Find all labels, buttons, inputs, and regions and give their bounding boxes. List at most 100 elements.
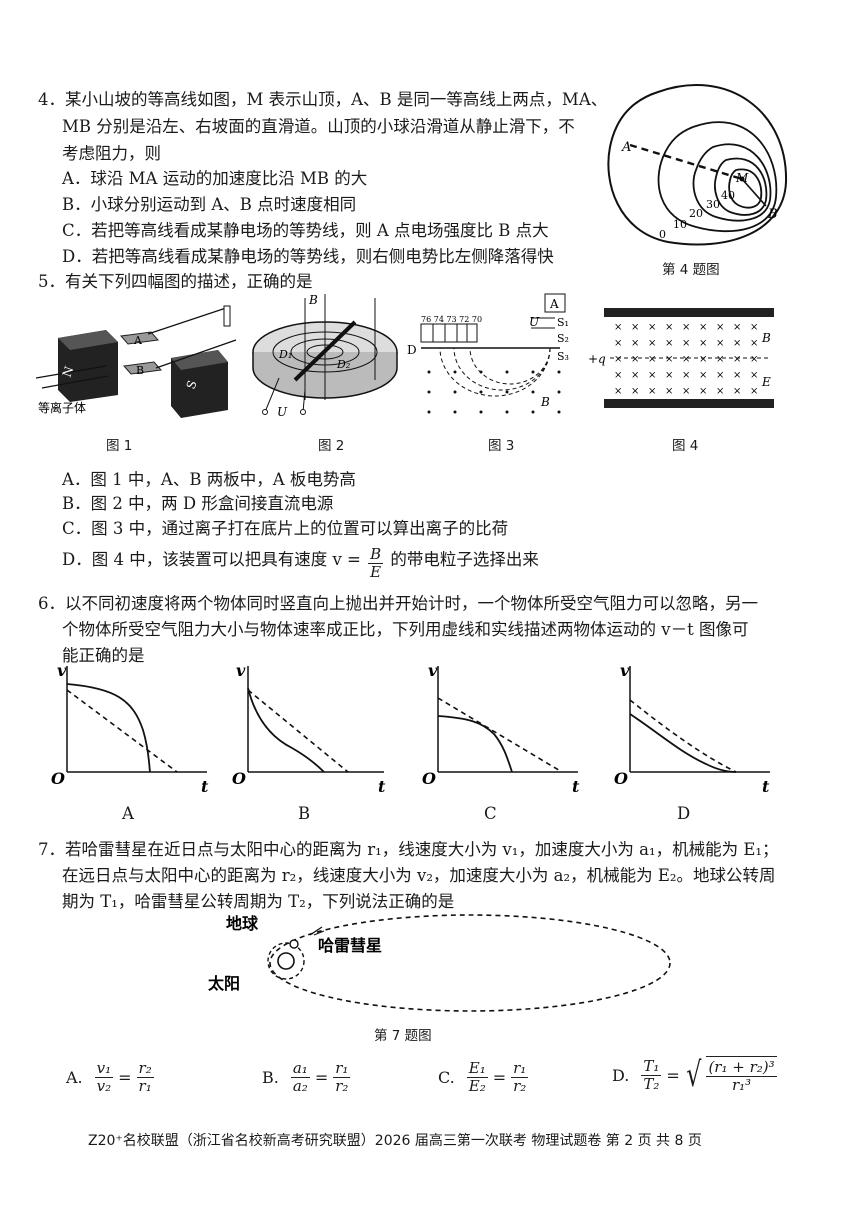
fig3-s2-label: S₂ — [557, 332, 569, 345]
graph-a-dashed-line — [66, 689, 178, 773]
plasma-label: 等离子体 — [38, 400, 86, 415]
q7-stem-line2: 在远日点与太阳中心的距离为 r₂，线速度大小为 v₂，加速度大小为 a₂，机械能… — [62, 866, 776, 885]
figure-4-velocity-selector: ××××××××××××××××××××××××××××××××××××××××… — [588, 308, 774, 408]
q5-option-d-numerator: B — [368, 545, 384, 564]
field-cross-mark: × — [614, 322, 622, 333]
contour-20 — [692, 143, 772, 222]
wire-bottom — [155, 339, 237, 369]
q5-option-d: D．图 4 中，该装置可以把具有速度 v = B E 的带电粒子选择出来 — [62, 546, 539, 581]
q7-b-rn: r₁ — [333, 1059, 351, 1078]
field-cross-mark: × — [733, 386, 741, 397]
graph-c-origin-label: O — [422, 769, 436, 788]
field-cross-mark: × — [614, 338, 622, 349]
q5-option-a: A．图 1 中，A、B 两板中，A 板电势高 — [62, 470, 356, 489]
graph-c-v-label: v — [428, 661, 438, 680]
earth-label: 地球 — [226, 914, 259, 933]
graph-d-origin-label: O — [614, 769, 628, 788]
contour-0 — [607, 84, 788, 246]
point-m-label: M — [735, 171, 749, 185]
q7-stem-line1: 7．若哈雷彗星在近日点与太阳中心的距离为 r₁，线速度大小为 v₁，加速度大小为… — [38, 840, 779, 859]
film-scale — [420, 323, 478, 343]
magnet-n-top — [58, 330, 118, 350]
magnet-s-top — [171, 350, 228, 370]
q6-stem-line1: 6．以不同初速度将两个物体同时竖直向上抛出并开始计时，一个物体所受空气阻力可以忽… — [38, 594, 758, 613]
figure-1-caption: 图 1 — [106, 438, 133, 454]
graph-a-t-label: t — [201, 777, 209, 796]
fig2-d2-label: D₂ — [336, 358, 350, 371]
q5-option-c: C．图 3 中，通过离子打在底片上的位置可以算出离子的比荷 — [62, 519, 509, 538]
contour-label-0: 0 — [659, 228, 666, 241]
field-cross-mark: × — [631, 354, 639, 365]
q7-option-c-equals: = — [492, 1068, 507, 1087]
graph-d-t-label: t — [762, 777, 770, 796]
field-cross-mark: × — [631, 338, 639, 349]
contour-map-figure: A M B 0 10 20 30 40 — [607, 84, 788, 246]
field-cross-mark: × — [648, 338, 656, 349]
fig2-b-label: B — [308, 293, 318, 307]
plate-b — [123, 361, 162, 375]
q6-stem-line2: 个物体所受空气阻力大小与物体速率成正比，下列用虚线和实线描述两物体运动的 v－t… — [62, 620, 749, 639]
fig3-u-label: U — [529, 315, 540, 329]
terminal-1 — [262, 409, 268, 415]
fig4-b-label: B — [761, 331, 771, 345]
q7-b-ld: a₂ — [292, 1077, 308, 1095]
q7-c-ld: E₂ — [468, 1077, 486, 1095]
fig4-q-label: +q — [588, 352, 606, 366]
graph-d: v t O — [614, 661, 770, 796]
figure-1-mhd-generator: N S A B 等离子体 — [36, 305, 237, 418]
field-cross-mark: × — [665, 354, 673, 365]
q5-stem: 5．有关下列四幅图的描述，正确的是 — [38, 272, 313, 291]
field-cross-mark: × — [699, 386, 707, 397]
q7-b-ln: a₁ — [290, 1059, 310, 1078]
q4-stem-line2: MB 分别是沿左、右坡面的直滑道。山顶的小球沿滑道从静止滑下，不 — [62, 117, 575, 136]
q7-stem-line3: 期为 T₁，哈雷彗星公转周期为 T₂，下列说法正确的是 — [62, 892, 455, 911]
field-cross-mark: × — [750, 370, 758, 381]
field-cross-mark: × — [614, 370, 622, 381]
comet-label: 哈雷彗星 — [318, 936, 382, 955]
graph-b-dashed-line — [247, 689, 349, 773]
graph-c-solid-curve — [437, 715, 513, 773]
bottom-plate — [604, 399, 774, 408]
fig3-a-label: A — [549, 297, 559, 311]
contour-label-40: 40 — [721, 189, 735, 202]
point-b-label: B — [767, 207, 778, 222]
field-cross-mark: × — [716, 322, 724, 333]
field-cross-mark: × — [682, 338, 690, 349]
q4-option-d: D．若把等高线看成某静电场的等势线，则右侧电势比左侧降落得快 — [62, 247, 554, 266]
fig3-s3-label: S₃ — [557, 350, 569, 363]
contour-40 — [728, 168, 763, 209]
graph-d-dashed-line — [629, 699, 737, 773]
q4-stem-line3: 考虑阻力，则 — [62, 144, 161, 163]
field-cross-mark: × — [648, 354, 656, 365]
q7-a-rd: r₁ — [138, 1077, 152, 1095]
q7-option-a-label: A. — [66, 1068, 83, 1087]
q7-d-ld: T₂ — [643, 1074, 660, 1093]
q6-stem-line3: 能正确的是 — [62, 646, 145, 665]
q4-figure-caption: 第 4 题图 — [662, 262, 720, 278]
q7-c-ln: E₁ — [466, 1059, 488, 1078]
point-a-label: A — [621, 140, 631, 155]
graph-d-solid-curve — [629, 713, 737, 773]
graph-a-origin-label: O — [51, 769, 65, 788]
comet — [309, 926, 325, 936]
graph-b-solid-curve — [247, 687, 325, 773]
graph-c-t-label: t — [572, 777, 580, 796]
q7-option-a-equals: = — [118, 1068, 132, 1087]
field-cross-mark: × — [631, 386, 639, 397]
field-cross-mark: × — [733, 322, 741, 333]
page-footer: Z20⁺名校联盟（浙江省名校新高考研究联盟）2026 届高三第一次联考 物理试题… — [88, 1133, 702, 1149]
terminal-2 — [300, 409, 306, 415]
lead-1 — [264, 377, 280, 413]
graph-b-caption: B — [298, 804, 311, 823]
wire-top — [147, 307, 227, 335]
contour-30 — [714, 157, 768, 216]
summit-point — [739, 176, 745, 182]
graph-b-origin-label: O — [232, 769, 246, 788]
q7-figure-caption: 第 7 题图 — [374, 1028, 432, 1044]
